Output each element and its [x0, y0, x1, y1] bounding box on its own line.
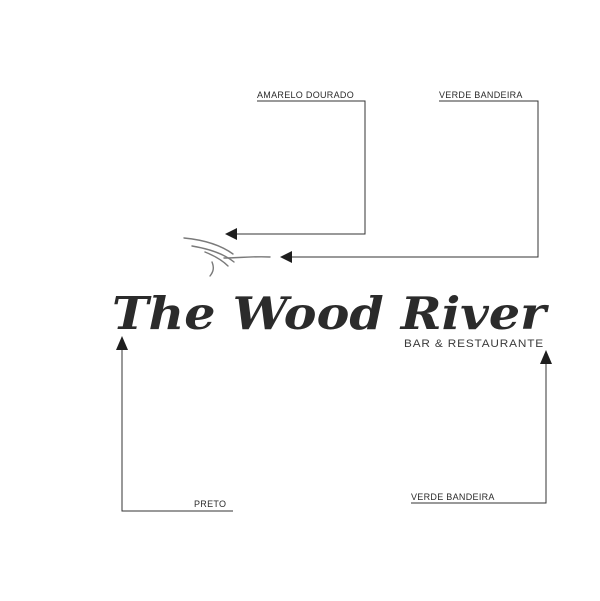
leader-line-verde-bandeira-bottom — [411, 362, 547, 504]
logo-subtitle: BAR & RESTAURANTE — [404, 338, 544, 350]
callout-label-amarelo-dourado: AMARELO DOURADO — [257, 90, 354, 100]
arrowhead-preto — [116, 336, 128, 350]
arrowhead-verde-bandeira-top — [280, 251, 292, 263]
leader-line-preto — [121, 348, 233, 512]
river-swoosh-icon — [183, 237, 271, 277]
logo-title: The Wood River — [112, 287, 550, 340]
callout-label-verde-bandeira-top: VERDE BANDEIRA — [439, 90, 523, 100]
leader-line-amarelo-dourado — [236, 100, 366, 235]
arrowhead-verde-bandeira-bottom — [540, 350, 552, 364]
callout-label-preto: PRETO — [194, 499, 226, 509]
arrowhead-amarelo-dourado — [225, 228, 237, 240]
callout-label-verde-bandeira-bottom: VERDE BANDEIRA — [411, 492, 495, 502]
leader-line-verde-bandeira-top — [292, 100, 539, 258]
